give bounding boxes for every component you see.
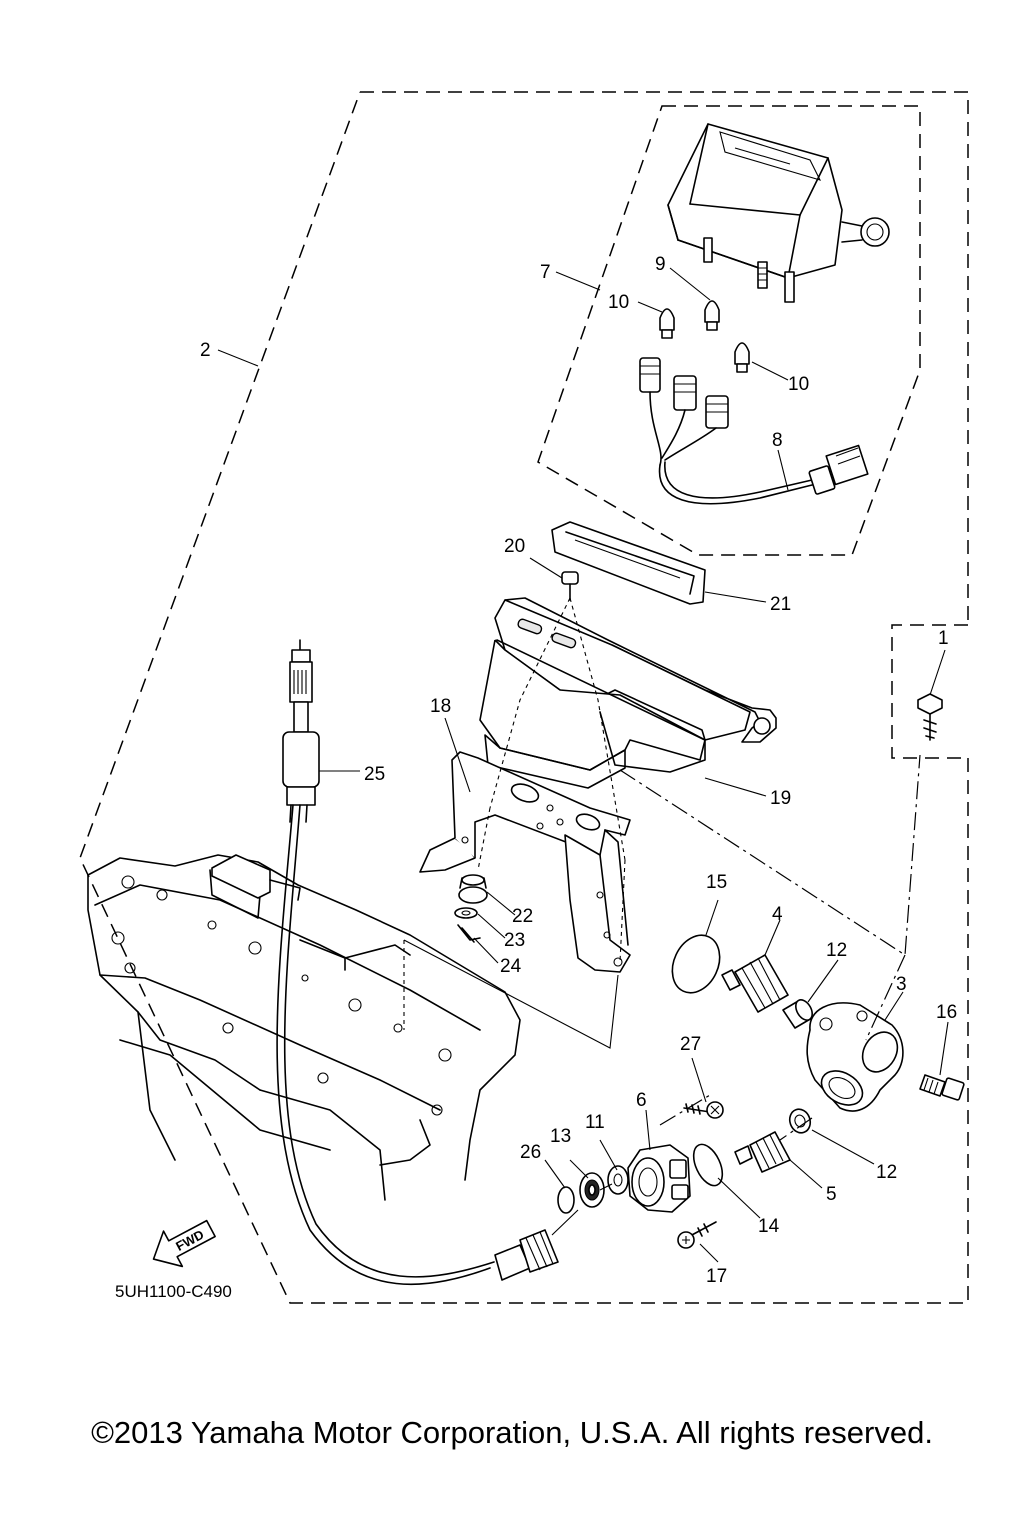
screw-17: [677, 1221, 717, 1249]
callout: 10: [788, 374, 809, 395]
callout: 15: [706, 872, 727, 893]
frame-structure: [87, 854, 521, 1201]
boundary-part-1: [891, 624, 968, 759]
callout: 25: [364, 764, 385, 785]
callout: 24: [500, 956, 522, 977]
screw-20: [561, 571, 579, 601]
gear-housing-3: [806, 1002, 904, 1112]
callout: 9: [655, 254, 666, 275]
bushing-12-upper: [782, 999, 813, 1029]
bushing-12-lower: [788, 1108, 812, 1134]
bulb-9: [704, 300, 720, 331]
gear-4: [721, 954, 789, 1013]
callout: 10: [608, 292, 629, 313]
clip-24: [457, 924, 481, 943]
seal-13: [579, 1172, 605, 1208]
callout: 4: [772, 904, 783, 925]
callout: 2: [200, 340, 211, 361]
callout: 27: [680, 1034, 701, 1055]
bulb-10-right: [734, 342, 750, 373]
callout: 5: [826, 1184, 837, 1205]
callout: 18: [430, 696, 451, 717]
callout: 13: [550, 1126, 571, 1147]
bolt-16: [919, 1074, 965, 1101]
callout: 12: [876, 1162, 897, 1183]
callout: 16: [936, 1002, 957, 1023]
socket-harness: [639, 357, 869, 505]
speedometer-cable: [276, 639, 559, 1286]
callout: 1: [938, 628, 949, 649]
drawing-code: 5UH1100-C490: [115, 1282, 232, 1301]
forward-direction-marker: FWD: [152, 1219, 216, 1268]
alignment-lines: [403, 597, 921, 1236]
bulb-10-left: [659, 308, 675, 339]
callout: 19: [770, 788, 791, 809]
washer-11: [607, 1165, 629, 1195]
copyright-notice: ©2013 Yamaha Motor Corporation, U.S.A. A…: [91, 1415, 933, 1450]
callout: 26: [520, 1142, 541, 1163]
callout-leaders: [217, 267, 949, 1263]
grommet-22: [458, 874, 488, 904]
meter-cover: [551, 521, 706, 605]
meter-unit: [667, 123, 890, 303]
callout: 7: [540, 262, 551, 283]
callout: 6: [636, 1090, 647, 1111]
meter-case: [479, 597, 777, 789]
callout: 21: [770, 594, 791, 615]
sleeve-6: [627, 1144, 691, 1213]
callout: 14: [758, 1216, 780, 1237]
callout: 22: [512, 906, 533, 927]
gear-5: [734, 1131, 791, 1173]
callout: 12: [826, 940, 847, 961]
callout: 17: [706, 1266, 727, 1287]
o-ring-14: [692, 1143, 724, 1187]
callout: 3: [896, 974, 907, 995]
callout: 23: [504, 930, 525, 951]
callout: 11: [585, 1112, 605, 1133]
assembly-boundary-meter: [537, 105, 921, 556]
callout: 20: [504, 536, 525, 557]
bolt-1: [917, 693, 943, 741]
o-ring-15: [671, 934, 721, 994]
callout-labels: 1 2 3 4 5 6 7 8 9 10 10 11 12 12 13 14 1…: [200, 254, 957, 1287]
o-ring-26: [557, 1186, 575, 1214]
meter-bracket: [419, 751, 631, 973]
callout: 8: [772, 430, 783, 451]
assembly-boundary-outer: [79, 91, 969, 1304]
screw-27: [683, 1101, 724, 1119]
washer-23: [454, 907, 478, 919]
